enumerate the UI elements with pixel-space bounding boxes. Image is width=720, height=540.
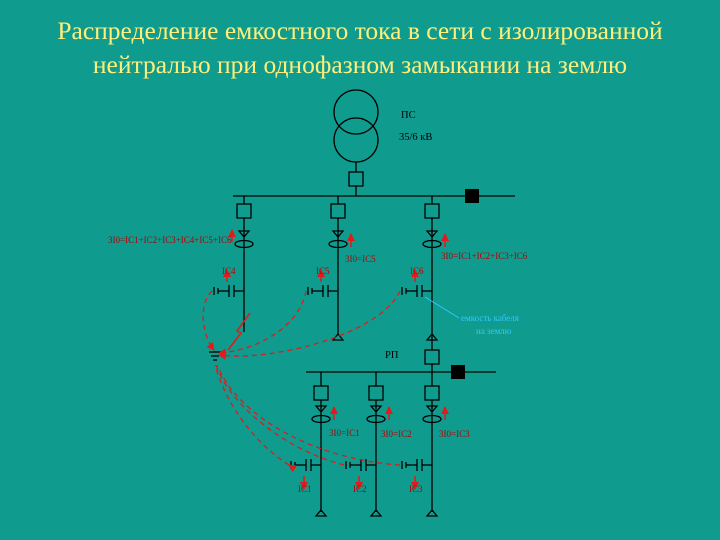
note-pointer (424, 296, 460, 319)
title-line-1: Распределение емкостного тока в сети с и… (57, 16, 663, 45)
current-label-cap-3: IC6 (410, 266, 424, 276)
current-label-rp-feeder-1: 3I0=IC1 (329, 428, 360, 438)
current-label-feeder-2: 3I0=IC5 (345, 254, 376, 264)
ground-point-icon (209, 351, 221, 361)
capacitive-current-paths (202, 290, 401, 473)
title-line-2: нейтралью при однофазном замыкании на зе… (92, 50, 628, 79)
substation-label: ПС (401, 110, 416, 121)
transformer-symbol (333, 89, 379, 196)
cable-capacity-note: емкость кабеля (461, 313, 519, 323)
current-direction-arrows (223, 229, 449, 490)
current-label-rp-feeder-2: 3I0=IC2 (381, 429, 412, 439)
current-label-cap-1: IC4 (222, 266, 236, 276)
current-label-cap-2: IC5 (316, 266, 330, 276)
cable-capacity-note-2: на землю (476, 326, 512, 336)
feeder-lines (234, 196, 442, 372)
rp-busbar (306, 365, 496, 379)
current-label-rp-feeder-3: 3I0=IC3 (439, 429, 470, 439)
rp-feeder-lines (311, 372, 442, 517)
voltage-label: 35/6 кВ (399, 132, 432, 143)
main-busbar (233, 189, 515, 203)
current-label-rp-cap-2: IC2 (353, 484, 367, 494)
slide-title: Распределение емкостного тока в сети с и… (0, 14, 720, 82)
current-label-faulted-feeder: 3I0=IC1+IC2+IC3+IC4+IC5+IC6 (108, 235, 232, 245)
current-label-rp-cap-1: IC1 (298, 484, 312, 494)
current-label-rp-cap-3: IC3 (409, 484, 423, 494)
cable-capacitors-main (213, 285, 432, 297)
current-label-feeder-3: 3I0=IC1+IC2+IC3+IC6 (441, 251, 528, 261)
rp-label: РП (385, 350, 399, 361)
cable-capacitors-rp (290, 459, 432, 471)
fault-lightning-icon (227, 312, 251, 351)
